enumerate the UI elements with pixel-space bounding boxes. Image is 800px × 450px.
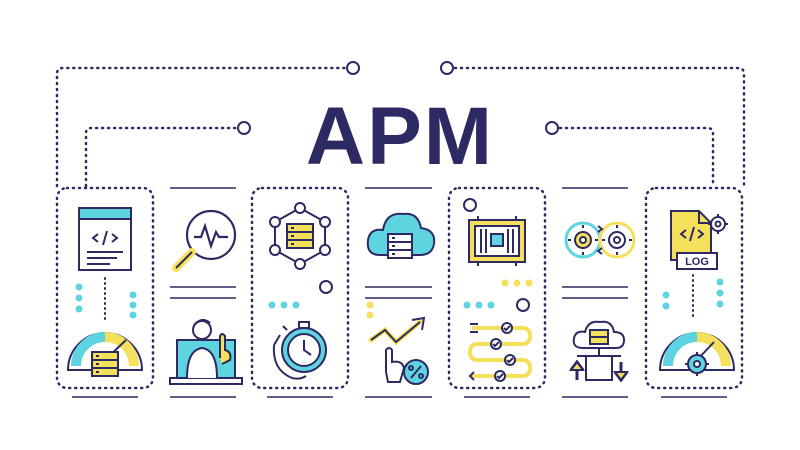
outer-connector-left — [55, 66, 347, 188]
yellow-dot — [366, 311, 374, 319]
outer-connector-right — [453, 66, 746, 188]
teal-dot — [75, 283, 83, 291]
yellow-dot — [366, 301, 374, 309]
teal-dot — [129, 311, 137, 319]
dotted-panels — [55, 186, 744, 390]
inner-connector-right — [558, 126, 715, 188]
yellow-dot — [662, 291, 670, 299]
divider-lines — [72, 187, 727, 398]
teal-dot — [463, 301, 471, 309]
decorative-dots — [75, 198, 724, 319]
yellow-dot — [513, 279, 521, 287]
stopwatch-hand-icon — [272, 321, 327, 380]
panel-3 — [447, 186, 547, 390]
teal-dot — [487, 301, 495, 309]
connector-node — [346, 61, 360, 75]
yellow-dot — [525, 279, 533, 287]
yellow-dot — [662, 302, 670, 310]
hollow-dot — [463, 198, 477, 212]
gear-speedometer-icon — [658, 332, 736, 376]
code-window-icon — [78, 207, 132, 271]
teal-dot — [716, 300, 724, 308]
hollow-dot — [516, 298, 530, 312]
process-checklist-icon — [467, 322, 533, 382]
server-speedometer-icon — [66, 332, 144, 377]
magnifier-pulse-icon — [172, 209, 237, 272]
teal-dot — [129, 301, 137, 309]
panel-1 — [55, 186, 155, 390]
hollow-dot — [319, 280, 333, 294]
cloud-data-flow-icon — [569, 320, 629, 383]
teal-dot — [280, 301, 288, 309]
log-label: LOG — [685, 256, 709, 268]
cloud-server-icon — [366, 212, 436, 259]
teal-dot — [129, 291, 137, 299]
teal-dot — [75, 305, 83, 313]
teal-dot — [75, 294, 83, 302]
server-network-icon — [269, 202, 331, 270]
teal-dot — [716, 278, 724, 286]
connector-nodes — [237, 61, 559, 135]
connector-node — [440, 61, 454, 75]
processor-board-icon — [468, 216, 526, 266]
connector-node — [545, 121, 559, 135]
teal-dot — [292, 301, 300, 309]
page-title: APM — [305, 91, 495, 182]
teal-dot — [716, 289, 724, 297]
yellow-dot — [501, 279, 509, 287]
connector-lines — [55, 66, 746, 188]
dotted-stubs — [104, 274, 694, 321]
teal-dot — [475, 301, 483, 309]
panel-4 — [644, 186, 744, 390]
panel-2 — [250, 186, 350, 390]
connector-node — [237, 121, 251, 135]
growth-percent-icon — [368, 316, 429, 385]
log-file-icon: LOG — [670, 210, 728, 270]
gears-cycle-icon — [564, 221, 636, 259]
teal-dot — [268, 301, 276, 309]
inner-connector-left — [84, 126, 238, 188]
developer-laptop-icon — [169, 319, 243, 385]
